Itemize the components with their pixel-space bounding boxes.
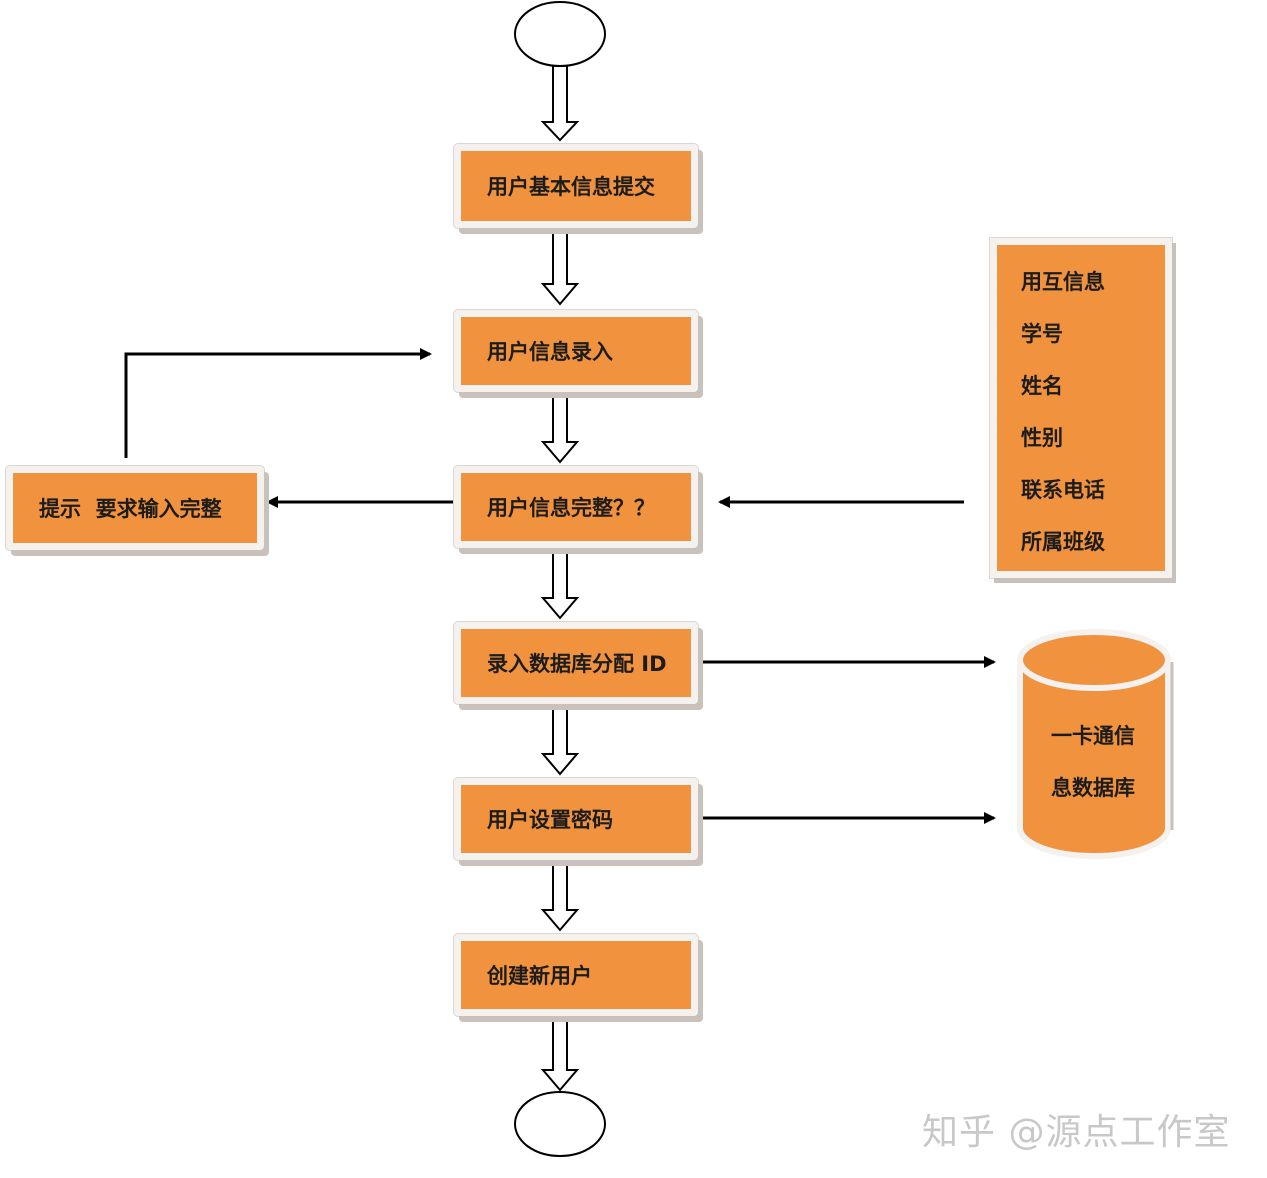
watermark: 知乎 @源点工作室 <box>922 1112 1231 1153</box>
set-password-box: 用户设置密码 <box>454 778 698 860</box>
prompt-complete-label: 提示 要求输入完整 <box>39 497 222 521</box>
info-entry-label: 用户信息录入 <box>487 340 613 364</box>
arrow-prompt-to-entry <box>124 348 432 458</box>
down-arrow-4 <box>540 545 580 620</box>
prompt-complete-box: 提示 要求输入完整 <box>6 466 264 550</box>
down-arrow-1 <box>540 65 580 142</box>
assign-id-box: 录入数据库分配 ID <box>454 622 698 704</box>
set-password-label: 用户设置密码 <box>487 808 613 832</box>
info-field-student-id: 学号 <box>1021 322 1063 346</box>
create-user-label: 创建新用户 <box>487 964 592 988</box>
submit-info-label: 用户基本信息提交 <box>487 175 655 199</box>
database-cylinder <box>1017 629 1174 859</box>
submit-info-box: 用户基本信息提交 <box>454 144 698 228</box>
completeness-check-label: 用户信息完整？？ <box>487 496 655 520</box>
completeness-check-box: 用户信息完整？？ <box>454 466 698 548</box>
start-node <box>514 1 606 67</box>
database-label-line2: 息数据库 <box>1051 776 1135 800</box>
down-arrow-3 <box>540 389 580 464</box>
info-field-gender: 性别 <box>1021 426 1063 450</box>
end-node <box>514 1091 606 1157</box>
assign-id-label: 录入数据库分配 ID <box>487 652 667 676</box>
info-field-name: 姓名 <box>1021 374 1063 398</box>
create-user-box: 创建新用户 <box>454 934 698 1016</box>
info-panel-title: 用互信息 <box>1021 270 1105 294</box>
user-info-panel: 用互信息 学号 姓名 性别 联系电话 所属班级 <box>990 238 1172 578</box>
down-arrow-2 <box>540 227 580 306</box>
database-label-line1: 一卡通信 <box>1051 724 1135 748</box>
info-field-class: 所属班级 <box>1021 530 1105 554</box>
info-entry-box: 用户信息录入 <box>454 310 698 392</box>
down-arrow-5 <box>540 701 580 776</box>
info-field-phone: 联系电话 <box>1021 478 1105 502</box>
down-arrow-7 <box>540 1013 580 1092</box>
down-arrow-6 <box>540 857 580 932</box>
